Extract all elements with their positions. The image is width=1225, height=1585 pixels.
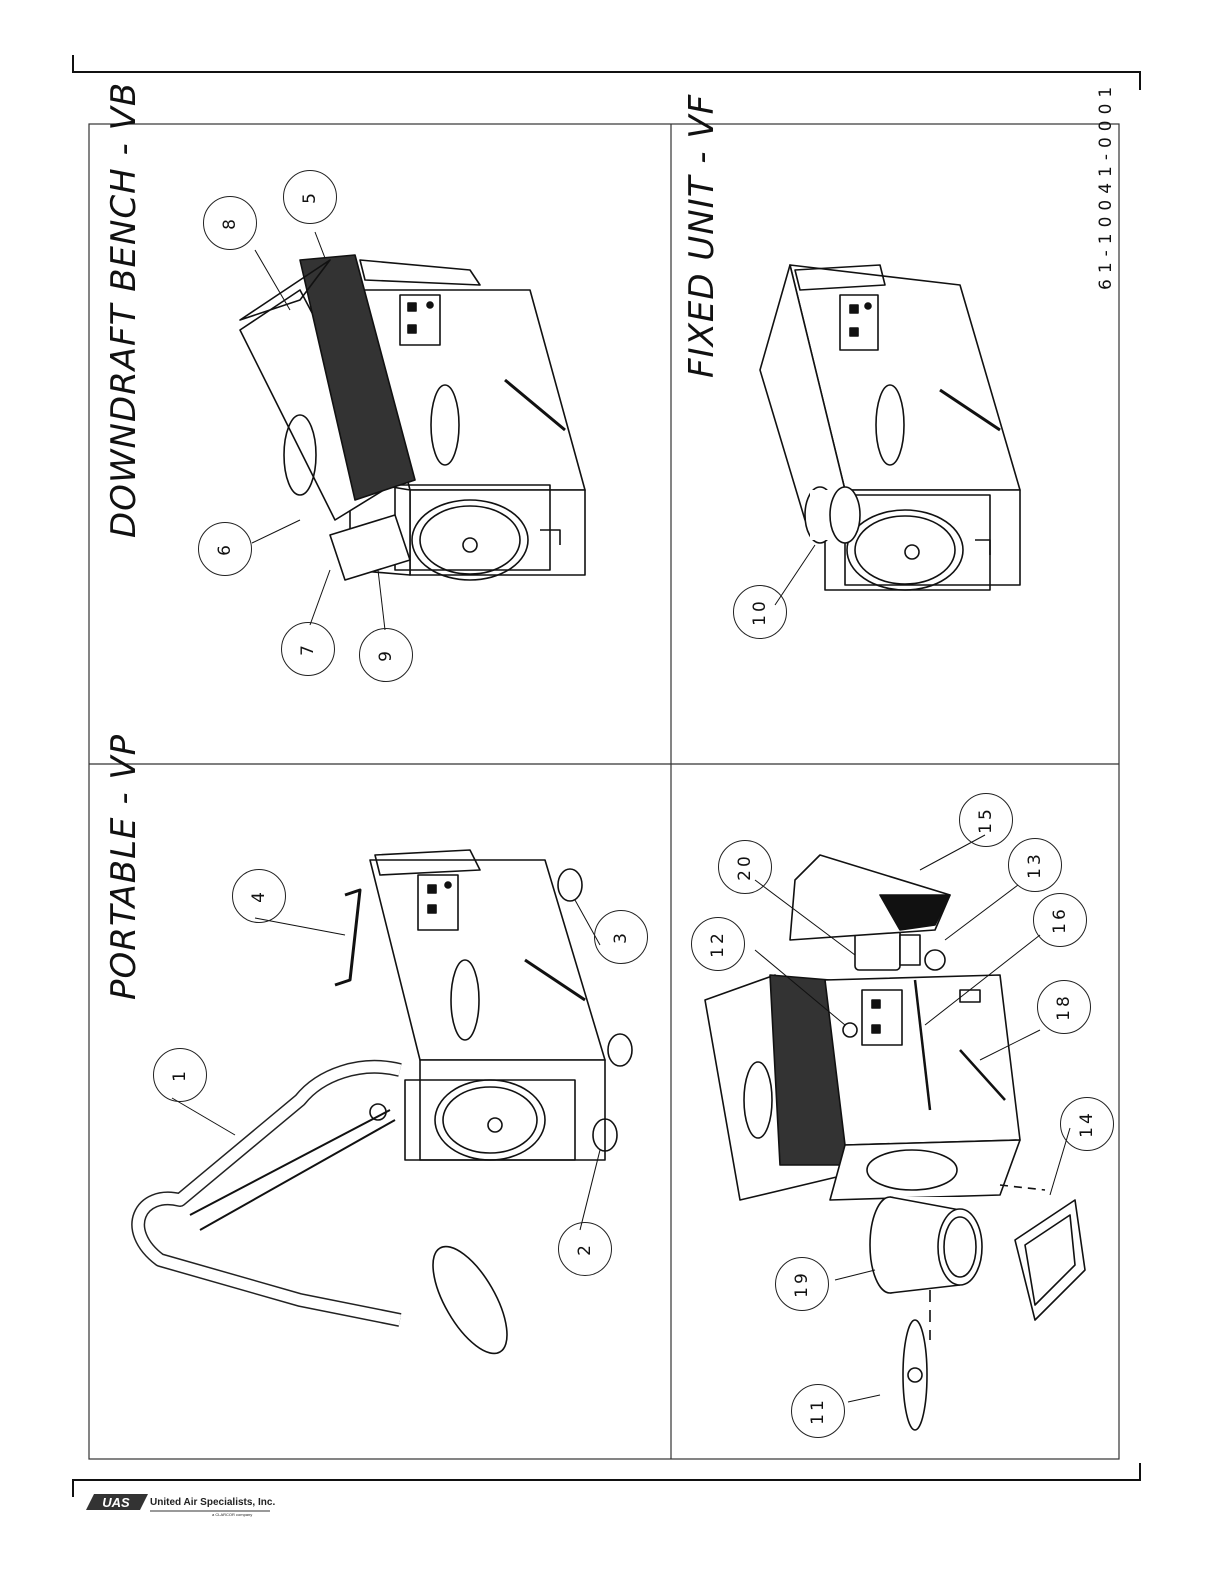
logo-text: UAS bbox=[102, 1495, 130, 1510]
company-name: United Air Specialists, Inc. bbox=[150, 1497, 275, 1508]
callout-13: 13 bbox=[1008, 838, 1062, 892]
callout-20: 20 bbox=[718, 840, 772, 894]
callout-16: 16 bbox=[1033, 893, 1087, 947]
callout-15: 15 bbox=[959, 793, 1013, 847]
callout-11: 11 bbox=[791, 1384, 845, 1438]
callout-14: 14 bbox=[1060, 1097, 1114, 1151]
footer-rule bbox=[150, 1509, 270, 1513]
callout-19: 19 bbox=[775, 1257, 829, 1311]
callout-18: 18 bbox=[1037, 980, 1091, 1034]
callout-12: 12 bbox=[691, 917, 745, 971]
uas-logo: UAS bbox=[82, 1492, 152, 1512]
